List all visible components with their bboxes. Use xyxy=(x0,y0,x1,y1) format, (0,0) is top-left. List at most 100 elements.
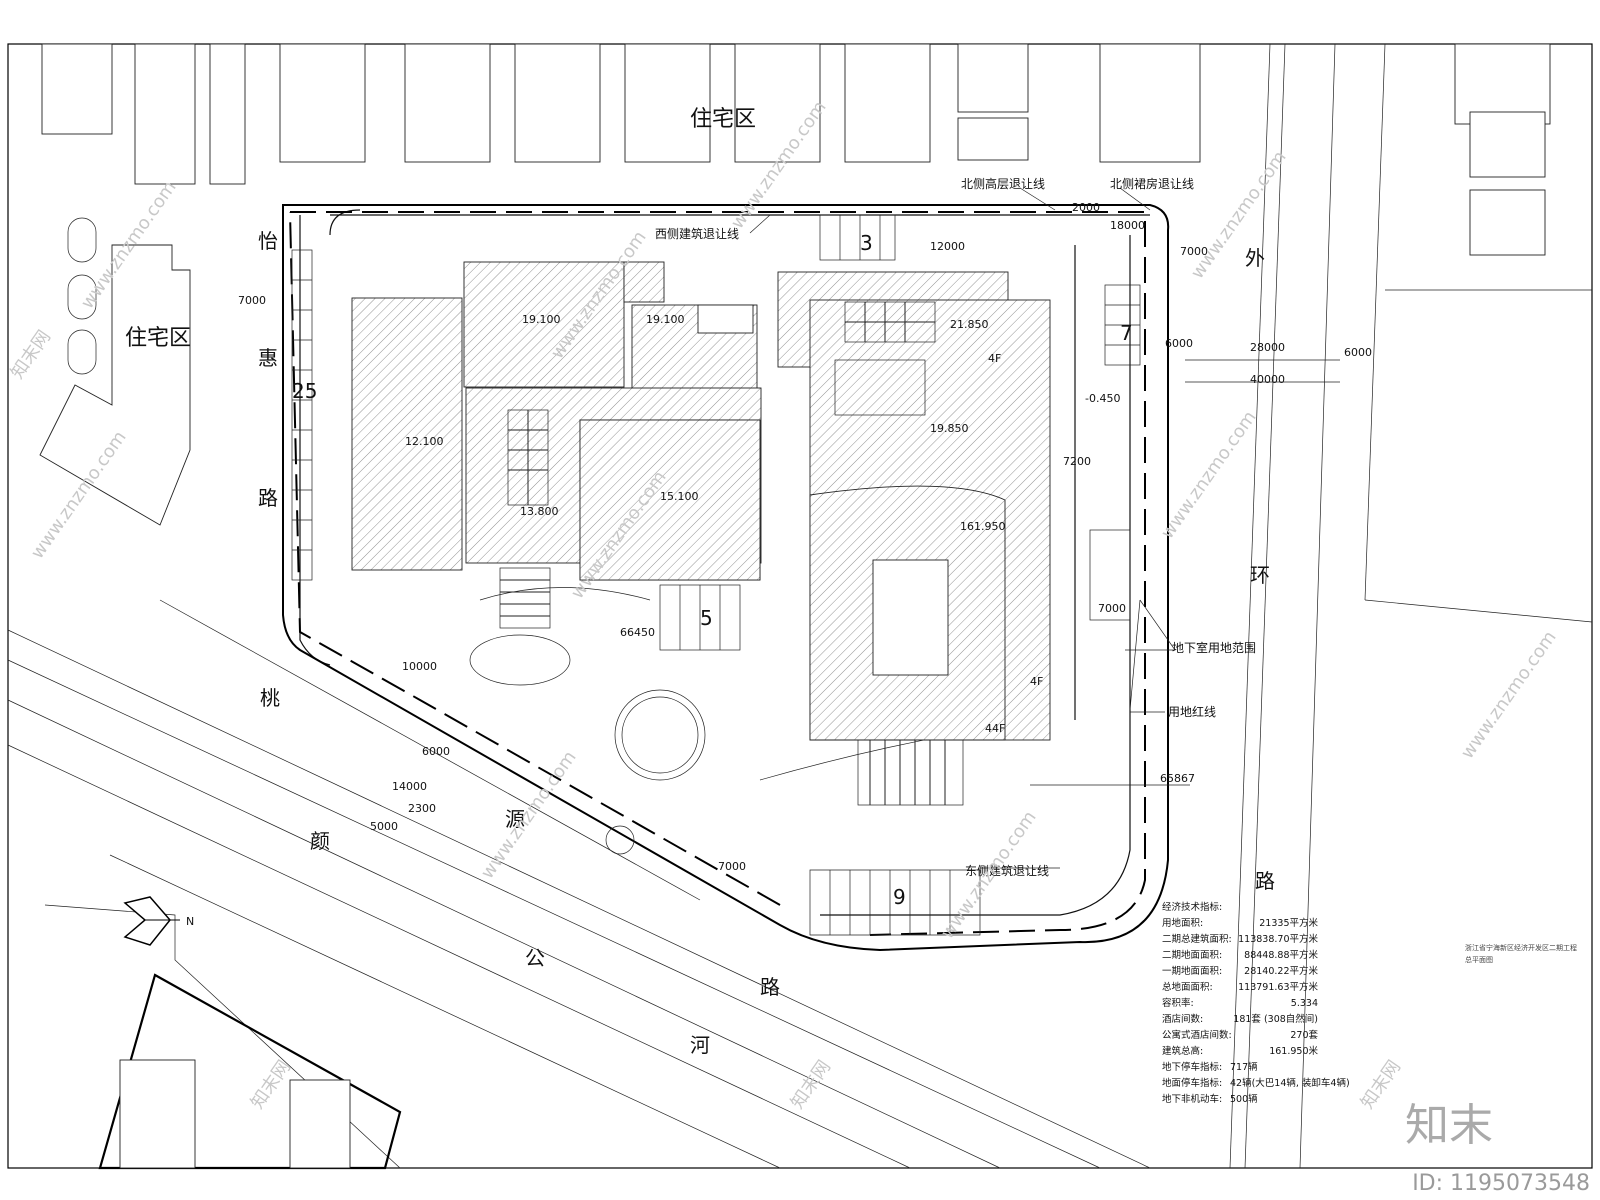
watermark-text: www.znzmo.com xyxy=(1457,627,1561,763)
road-taoyuan-2: 源 xyxy=(505,807,525,831)
stats-key: 地下停车指标: xyxy=(1162,1061,1222,1073)
road-yanhe-2: 公 xyxy=(525,946,545,970)
dimension-label: 6000 xyxy=(1344,346,1372,359)
east-roads xyxy=(1229,43,1593,1169)
stats-key: 一期地面面积: xyxy=(1162,965,1222,977)
west-residential-block xyxy=(39,244,191,526)
height-label: 161.950 xyxy=(960,520,1006,533)
label-west-setback: 西侧建筑退让线 xyxy=(655,226,739,241)
label-basement-extent: 地下室用地范围 xyxy=(1172,640,1256,655)
parking-zone-3 xyxy=(819,214,896,261)
dimension-label: 5000 xyxy=(370,820,398,833)
stats-value: 717辆 xyxy=(1230,1061,1258,1073)
dimension-label: 6000 xyxy=(1165,337,1193,350)
watermark-brand: 知末网 xyxy=(247,1057,295,1113)
dimension-label: 7200 xyxy=(1063,455,1091,468)
dimension-label: 14000 xyxy=(392,780,427,793)
west-pools xyxy=(67,217,97,375)
road-yanhe-1: 颜 xyxy=(310,829,330,853)
compass-label: N xyxy=(186,915,194,928)
watermark-image-id: ID: 1195073548 xyxy=(1412,1171,1590,1196)
zone-label: 9 xyxy=(893,885,906,909)
watermark-text: www.znzmo.com xyxy=(477,747,581,883)
north-residential-blocks xyxy=(41,43,1551,256)
building-masses xyxy=(351,261,1051,806)
label-north-podium-setback: 北侧裙房退让线 xyxy=(1110,176,1194,191)
title-block-line: 总平面图 xyxy=(1465,955,1493,964)
watermark-text: www.znzmo.com xyxy=(1187,147,1291,283)
stats-key: 总地面面积: xyxy=(1162,981,1213,993)
stats-key: 二期地面面积: xyxy=(1162,949,1222,961)
stats-key: 用地面积: xyxy=(1162,917,1203,929)
height-label: -0.450 xyxy=(1085,392,1120,405)
height-label: 19.100 xyxy=(522,313,561,326)
dimension-label: 10000 xyxy=(402,660,437,673)
leader-lines xyxy=(749,187,1340,869)
stats-value: 42辆(大巴14辆, 装卸车4辆) xyxy=(1230,1077,1350,1089)
height-label: 12.100 xyxy=(405,435,444,448)
dimension-label: 7000 xyxy=(238,294,266,307)
dimension-label: 7000 xyxy=(718,860,746,873)
stats-value: 161.950米 xyxy=(1269,1045,1318,1057)
stats-value: 113838.70平方米 xyxy=(1238,933,1318,945)
dimension-label: 7000 xyxy=(1180,245,1208,258)
watermark-text: www.znzmo.com xyxy=(1157,407,1261,543)
road-yanhe-3: 河 xyxy=(690,1033,710,1057)
setback-line xyxy=(289,211,1146,936)
parking-zone-5 xyxy=(659,584,741,651)
road-yanhe-4: 外 xyxy=(1245,246,1265,270)
watermark-brand: 知末网 xyxy=(1357,1057,1405,1113)
stats-value: 28140.22平方米 xyxy=(1244,965,1318,977)
stats-value: 88448.88平方米 xyxy=(1244,949,1318,961)
stats-value: 113791.63平方米 xyxy=(1238,981,1318,993)
stats-key: 酒店间数: xyxy=(1162,1013,1203,1025)
stats-key: 二期总建筑面积: xyxy=(1162,933,1232,945)
parking-strip-west xyxy=(291,249,313,581)
height-label: 19.100 xyxy=(646,313,685,326)
zone-label: 25 xyxy=(292,379,317,403)
dimension-label: 40000 xyxy=(1250,373,1285,386)
title-block-line: 浙江省宁海新区经济开发区二期工程 xyxy=(1465,943,1577,952)
label-east-setback: 东侧建筑退让线 xyxy=(965,863,1049,878)
south-roads xyxy=(7,599,1151,1169)
zone-label: 7 xyxy=(1120,321,1133,345)
road-taoyuan-3: 路 xyxy=(760,975,780,999)
road-waihuan-3: 路 xyxy=(1255,869,1275,893)
dimension-label: 65867 xyxy=(1160,772,1195,785)
stats-value: 21335平方米 xyxy=(1259,917,1318,929)
watermark-brand: 知末网 xyxy=(7,327,55,383)
floor-label: 4F xyxy=(1030,675,1043,688)
watermark-brand: 知末网 xyxy=(787,1057,835,1113)
zone-label: 5 xyxy=(700,606,713,630)
parking-zone-7 xyxy=(1089,284,1141,621)
stats-key: 地下非机动车: xyxy=(1162,1093,1222,1105)
watermark-logo: 知末 xyxy=(1405,1100,1493,1151)
height-label: 21.850 xyxy=(950,318,989,331)
label-property-line: 用地红线 xyxy=(1168,704,1216,719)
southwest-building xyxy=(44,904,402,1170)
dimension-label: 18000 xyxy=(1110,219,1145,232)
floor-label: 44F xyxy=(985,722,1005,735)
road-waihuan-2: 环 xyxy=(1250,563,1270,587)
compass-north-arrow xyxy=(123,896,180,946)
dimension-label: 6000 xyxy=(422,745,450,758)
dimension-label: 66450 xyxy=(620,626,655,639)
stats-value: 181套 (308自然间) xyxy=(1233,1013,1318,1025)
label-residential-north: 住宅区 xyxy=(690,107,756,132)
stats-key: 公寓式酒店间数: xyxy=(1162,1029,1232,1041)
dimension-label: 7000 xyxy=(1098,602,1126,615)
road-yihui-2: 惠 xyxy=(258,346,278,370)
label-north-highrise-setback: 北侧高层退让线 xyxy=(961,176,1045,191)
height-label: 13.800 xyxy=(520,505,559,518)
technical-indicators-table: 经济技术指标: 用地面积: 21335平方米 二期总建筑面积: 113838.7… xyxy=(1162,901,1350,1105)
parking-zone-9 xyxy=(809,869,981,936)
road-yihui-3: 路 xyxy=(258,486,278,510)
label-residential-west: 住宅区 xyxy=(125,326,191,351)
floor-label: 4F xyxy=(988,352,1001,365)
height-label: 15.100 xyxy=(660,490,699,503)
stats-key: 地面停车指标: xyxy=(1162,1077,1222,1089)
dimension-label: 12000 xyxy=(930,240,965,253)
height-label: 19.850 xyxy=(930,422,969,435)
watermarks: www.znzmo.com www.znzmo.com www.znzmo.co… xyxy=(7,97,1561,1113)
